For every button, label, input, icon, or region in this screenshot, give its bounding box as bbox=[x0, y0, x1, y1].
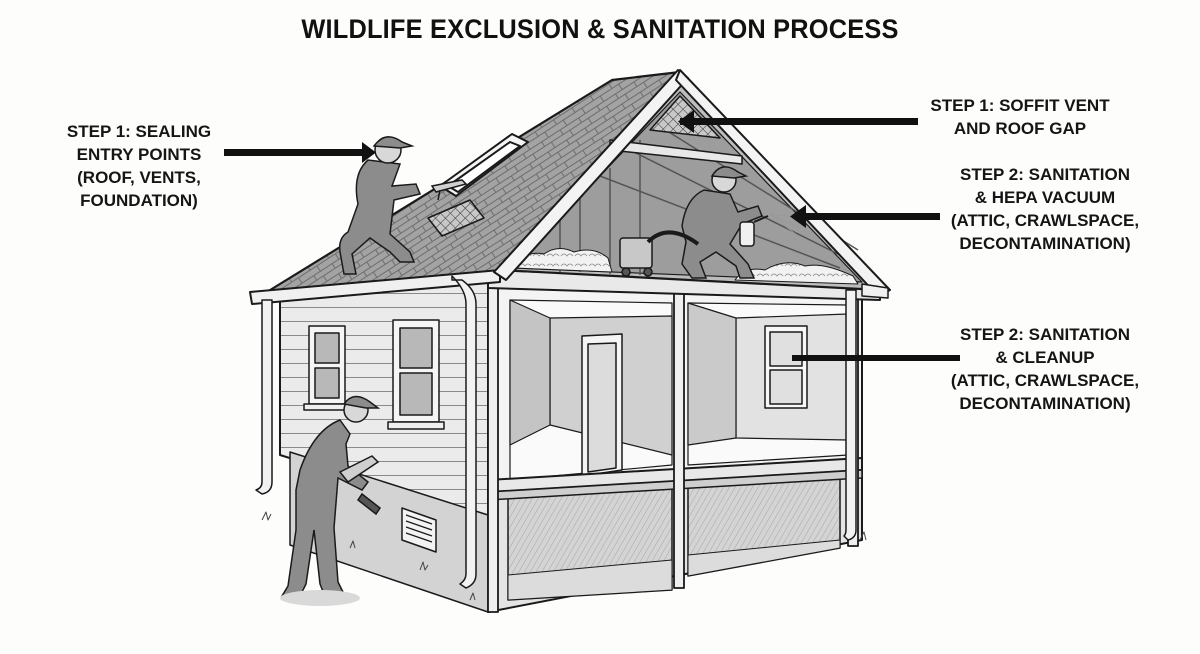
callout-sanitation-hepa-vacuum: STEP 2: SANITATION & HEPA VACUUM (ATTIC,… bbox=[950, 165, 1140, 253]
sprayer-bottle bbox=[739, 213, 805, 247]
side-window-2 bbox=[387, 319, 445, 430]
interior-door bbox=[581, 333, 623, 477]
house-drawing bbox=[249, 69, 891, 613]
attic-worker-figure bbox=[619, 166, 805, 279]
clipboard bbox=[338, 455, 380, 484]
caulk-gun bbox=[430, 179, 468, 201]
arrow-sealing-entry-points bbox=[224, 142, 376, 163]
roof-worker-figure bbox=[338, 136, 468, 275]
callout-soffit-vent-roof-gap: STEP 1: SOFFIT VENT AND ROOF GAP bbox=[930, 96, 1110, 138]
roof-vent-mesh bbox=[427, 199, 485, 237]
line-sanitation-cleanup bbox=[792, 355, 960, 361]
arrow-hepa-vacuum bbox=[790, 205, 940, 228]
callout-sealing-entry-points: STEP 1: SEALING ENTRY POINTS (ROOF, VENT… bbox=[66, 122, 212, 210]
ground-inspector-figure bbox=[280, 395, 382, 606]
arrow-soffit-vent bbox=[678, 110, 918, 133]
flashlight bbox=[356, 492, 382, 516]
page-title: WILDLIFE EXCLUSION & SANITATION PROCESS bbox=[301, 14, 899, 44]
side-window-1 bbox=[303, 325, 351, 411]
interior-window bbox=[764, 325, 808, 409]
foundation-vent bbox=[401, 507, 437, 553]
hepa-vacuum bbox=[619, 230, 700, 277]
callout-sanitation-cleanup: STEP 2: SANITATION & CLEANUP (ATTIC, CRA… bbox=[950, 325, 1140, 413]
